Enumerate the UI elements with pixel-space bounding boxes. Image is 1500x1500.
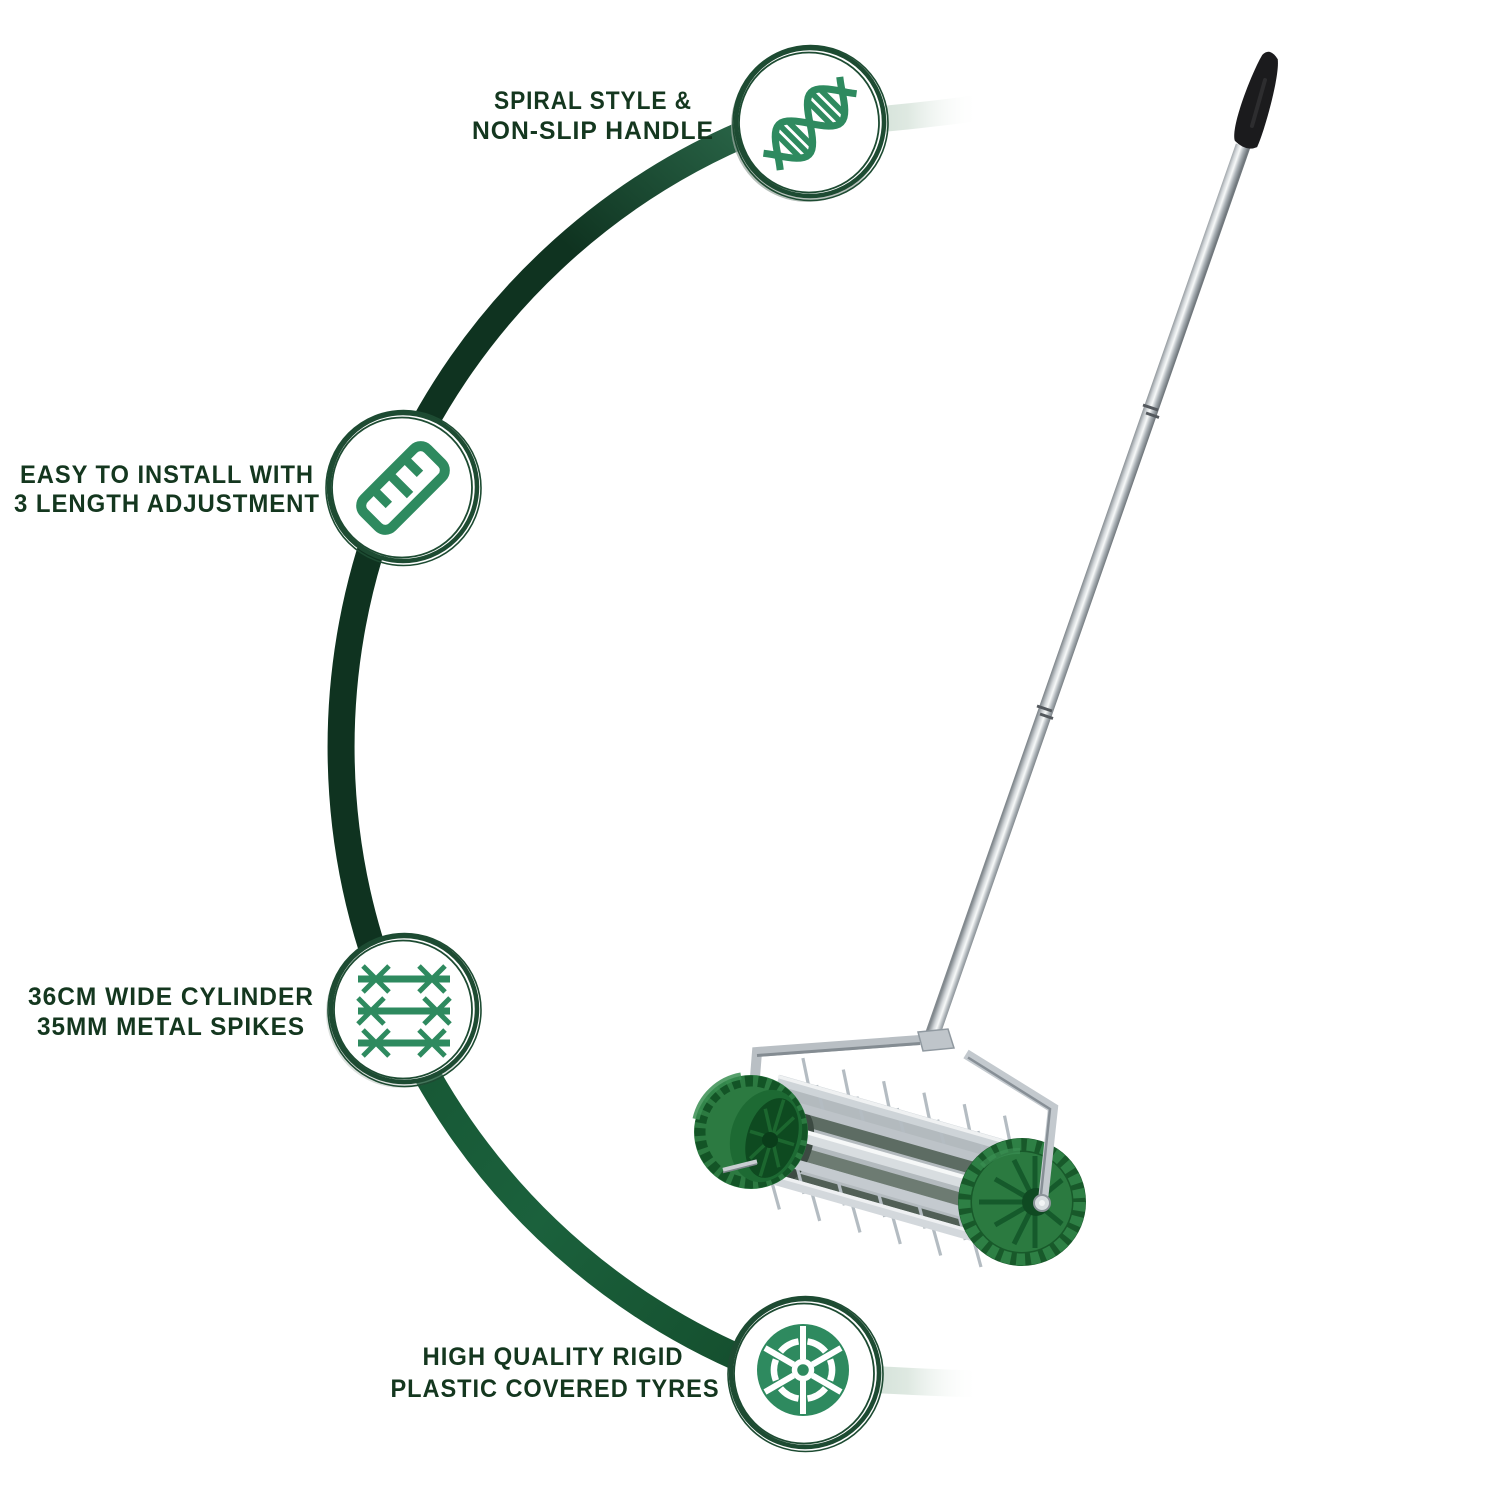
svg-text:EASY TO INSTALL WITH: EASY TO INSTALL WITH	[20, 461, 314, 489]
svg-text:36CM WIDE CYLINDER: 36CM WIDE CYLINDER	[28, 983, 314, 1011]
svg-text:SPIRAL STYLE &: SPIRAL STYLE &	[494, 87, 692, 115]
svg-text:NON-SLIP HANDLE: NON-SLIP HANDLE	[472, 117, 714, 145]
svg-text:PLASTIC COVERED TYRES: PLASTIC COVERED TYRES	[391, 1375, 720, 1403]
svg-text:3 LENGTH ADJUSTMENT: 3 LENGTH ADJUSTMENT	[14, 490, 320, 518]
svg-text:35MM METAL SPIKES: 35MM METAL SPIKES	[37, 1013, 305, 1041]
svg-text:HIGH QUALITY RIGID: HIGH QUALITY RIGID	[423, 1343, 684, 1371]
